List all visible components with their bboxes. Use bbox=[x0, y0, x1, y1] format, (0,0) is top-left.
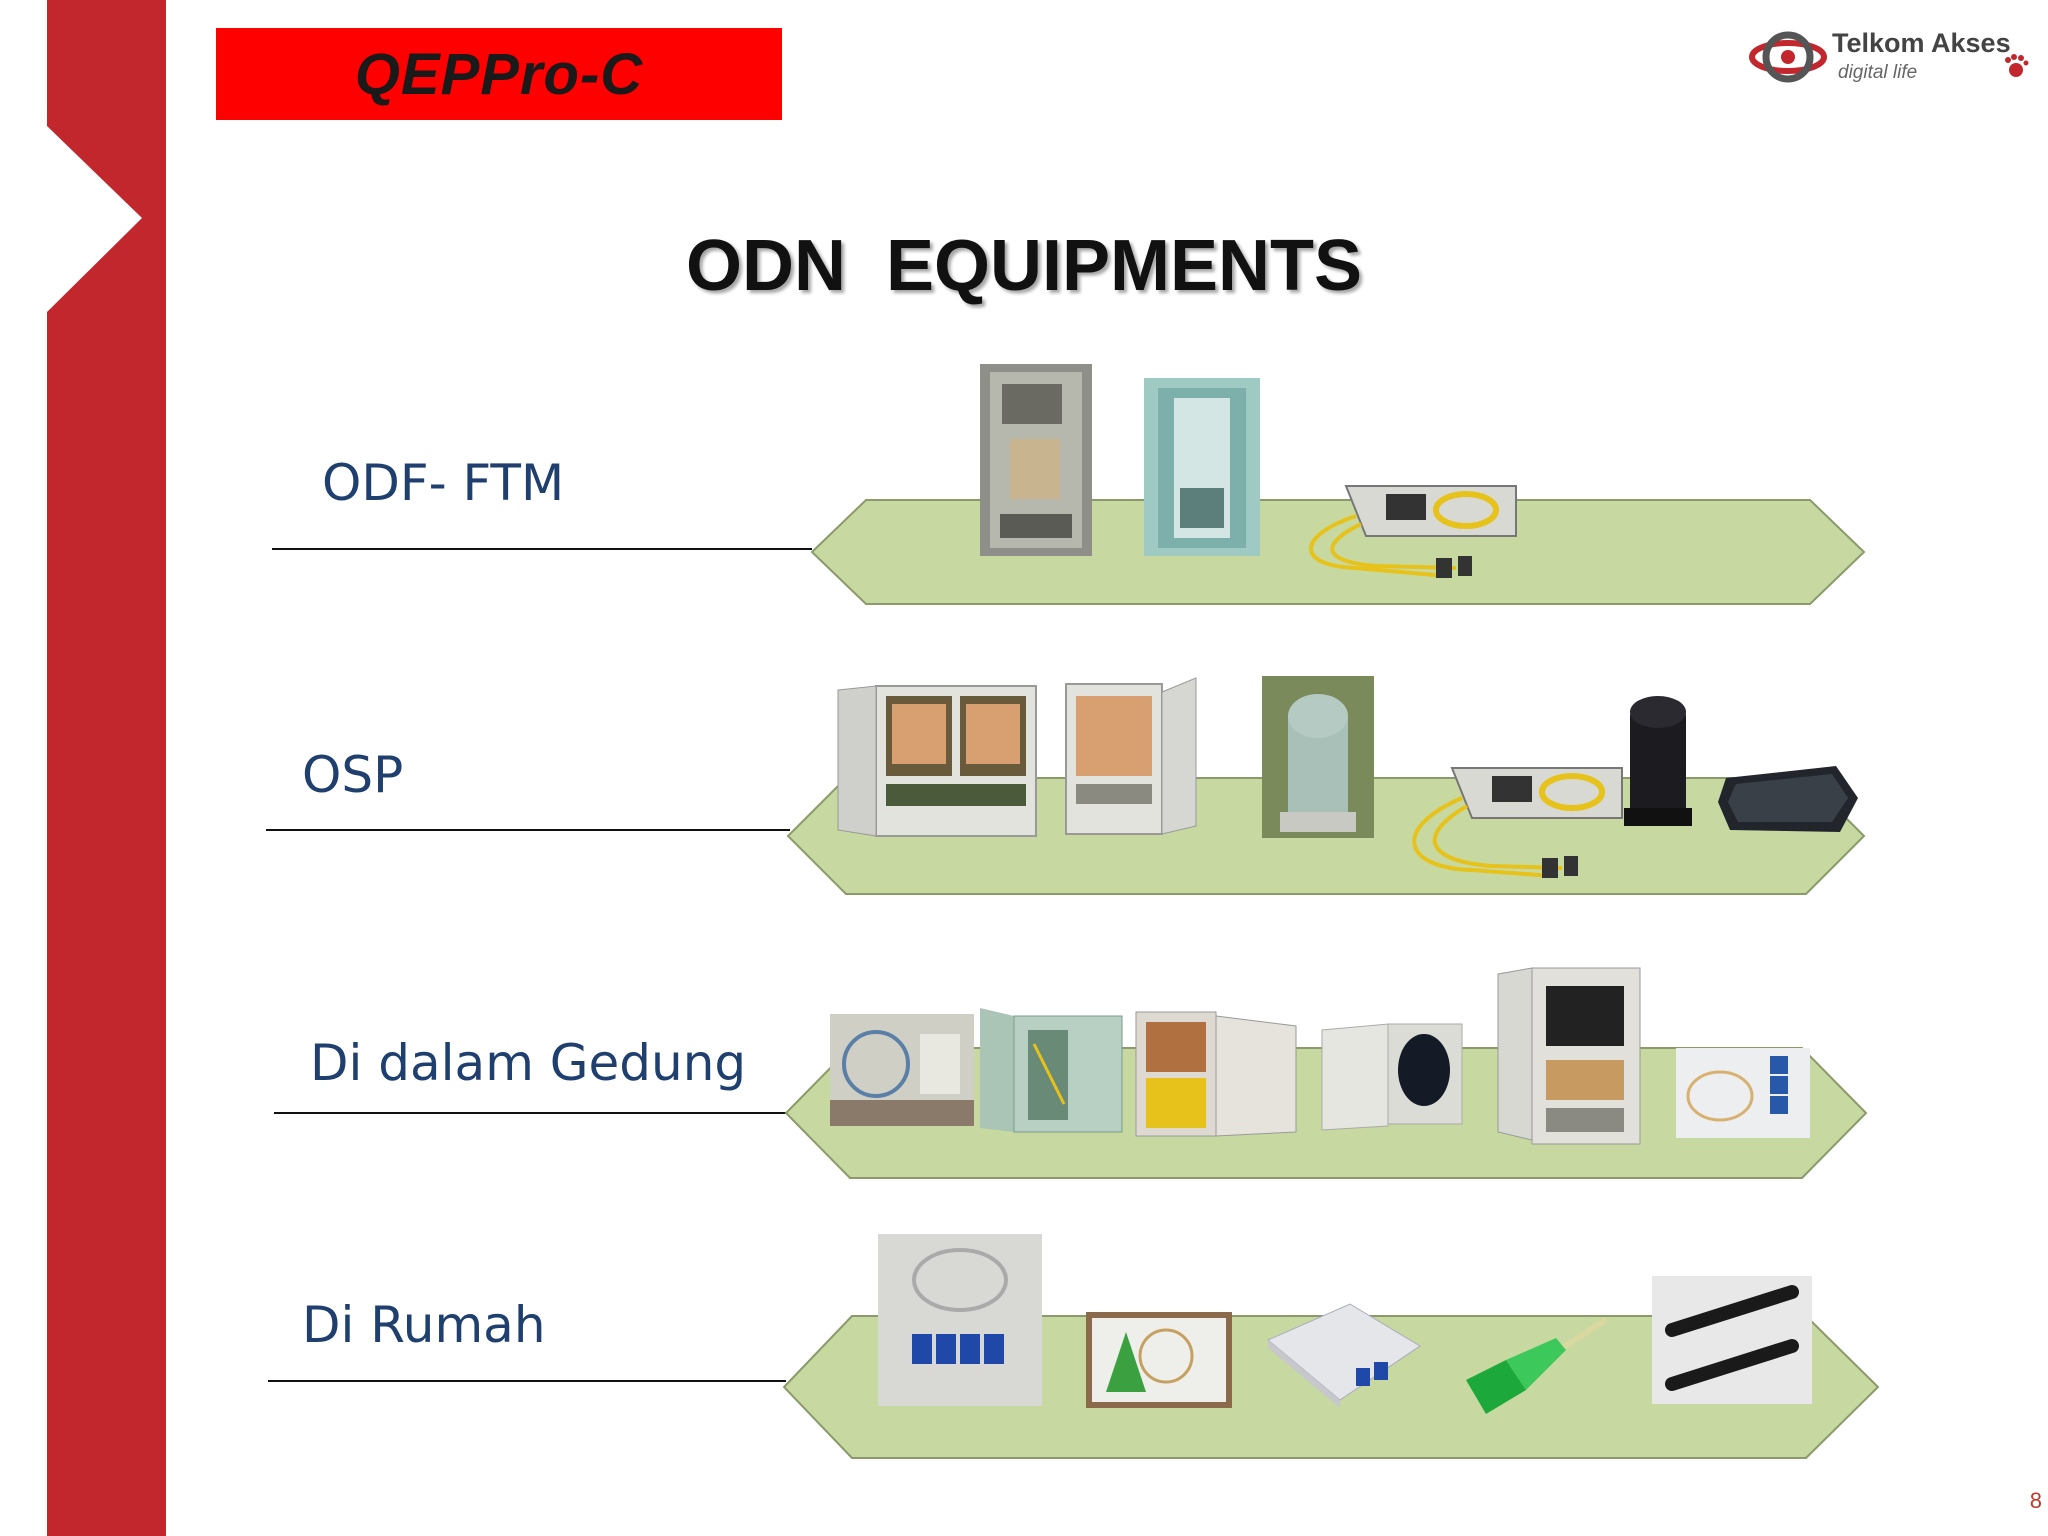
row-divider-line bbox=[268, 1380, 786, 1382]
wall-box-open-image bbox=[1321, 1023, 1463, 1131]
brand-name: QEPPro-C bbox=[354, 41, 644, 107]
wall-termination-box-image bbox=[830, 1014, 974, 1126]
handprint-icon bbox=[2005, 54, 2029, 77]
sc-connector-image bbox=[1466, 1317, 1608, 1414]
odf-cabinet-image bbox=[980, 364, 1092, 556]
indoor-cabinet-green-image bbox=[980, 1008, 1123, 1133]
row-divider-line bbox=[272, 548, 812, 550]
splitter-tray-image bbox=[1412, 767, 1623, 878]
brand-banner: QEPPro-C bbox=[216, 28, 782, 120]
logo-tagline: digital life bbox=[1838, 62, 1918, 83]
row-label-odf-ftm: ODF- FTM bbox=[322, 454, 565, 512]
odf-rack-image bbox=[1144, 378, 1260, 556]
adapter-splitter-image bbox=[1676, 1048, 1810, 1138]
inline-closure-image bbox=[1718, 766, 1858, 832]
page-number: 8 bbox=[2029, 1488, 2042, 1513]
dome-closure-image bbox=[1624, 696, 1692, 826]
splitter-tray-image bbox=[1309, 485, 1517, 578]
termination-box-green-image bbox=[1086, 1312, 1232, 1408]
pedestal-closure-image bbox=[1262, 676, 1374, 838]
row-label-di-rumah: Di Rumah bbox=[302, 1296, 546, 1354]
row-label-osp: OSP bbox=[302, 746, 404, 804]
rosette-box-image bbox=[1267, 1303, 1421, 1408]
row-label-di-dalam-gedung: Di dalam Gedung bbox=[310, 1034, 747, 1092]
outdoor-cabinet-small-image bbox=[1065, 677, 1197, 835]
row-divider-line bbox=[274, 1112, 788, 1114]
logo-company-name: Telkom Akses bbox=[1832, 28, 2011, 58]
page-title: ODN EQUIPMENTS bbox=[685, 226, 1363, 306]
wall-outlet-faceplate-image bbox=[878, 1234, 1042, 1406]
row-divider-line bbox=[266, 829, 790, 831]
telkom-logo-icon bbox=[1749, 31, 1827, 83]
outdoor-cabinet-large-image bbox=[837, 685, 1037, 837]
indoor-cabinet-tall-image bbox=[1497, 967, 1641, 1145]
drop-cable-clamp-image bbox=[1652, 1276, 1812, 1404]
indoor-cabinet-open-image bbox=[1135, 1011, 1297, 1137]
left-decorative-band bbox=[0, 0, 166, 1536]
